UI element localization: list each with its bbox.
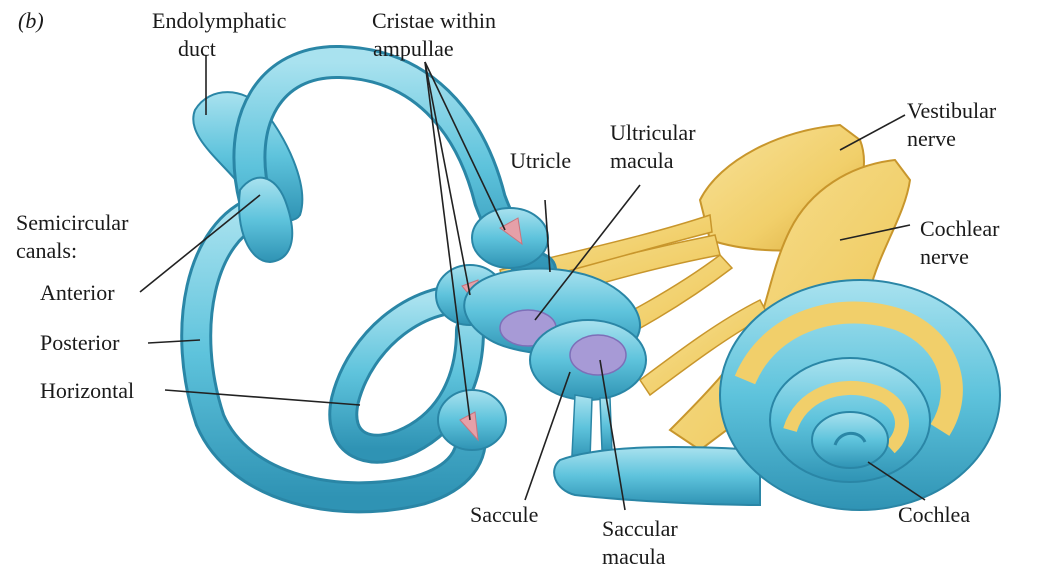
saccular-macula-shape (570, 335, 626, 375)
label-semicircular-line1: Semicircular (16, 210, 128, 235)
label-endolymphatic-duct-line2: duct (178, 36, 216, 61)
label-cristae-line2: ampullae (373, 36, 454, 61)
panel-label: (b) (18, 8, 44, 33)
leader-cristae-1 (425, 62, 505, 230)
label-utricle: Utricle (510, 148, 571, 173)
label-vestibular-nerve-line1: Vestibular (907, 98, 996, 123)
posterior-canal (196, 210, 471, 497)
label-cristae-line1: Cristae within (372, 8, 496, 33)
label-saccule: Saccule (470, 502, 538, 527)
label-posterior: Posterior (40, 330, 119, 355)
label-endolymphatic-duct-line1: Endolymphatic (152, 8, 286, 33)
label-saccular-macula-line1: Saccular (602, 516, 678, 541)
label-cochlear-nerve-line2: nerve (920, 244, 969, 269)
label-cochlear-nerve-line1: Cochlear (920, 216, 999, 241)
label-cochlea: Cochlea (898, 502, 970, 527)
label-utricular-macula-line2: macula (610, 148, 674, 173)
label-saccular-macula-line2: macula (602, 544, 666, 569)
label-utricular-macula-line1: Ultricular (610, 120, 696, 145)
label-vestibular-nerve-line2: nerve (907, 126, 956, 151)
label-horizontal: Horizontal (40, 378, 134, 403)
ampulla-lower (438, 390, 506, 450)
label-anterior: Anterior (40, 280, 115, 305)
label-semicircular-line2: canals: (16, 238, 77, 263)
saccule (530, 320, 646, 460)
ampulla-upper (472, 208, 548, 268)
